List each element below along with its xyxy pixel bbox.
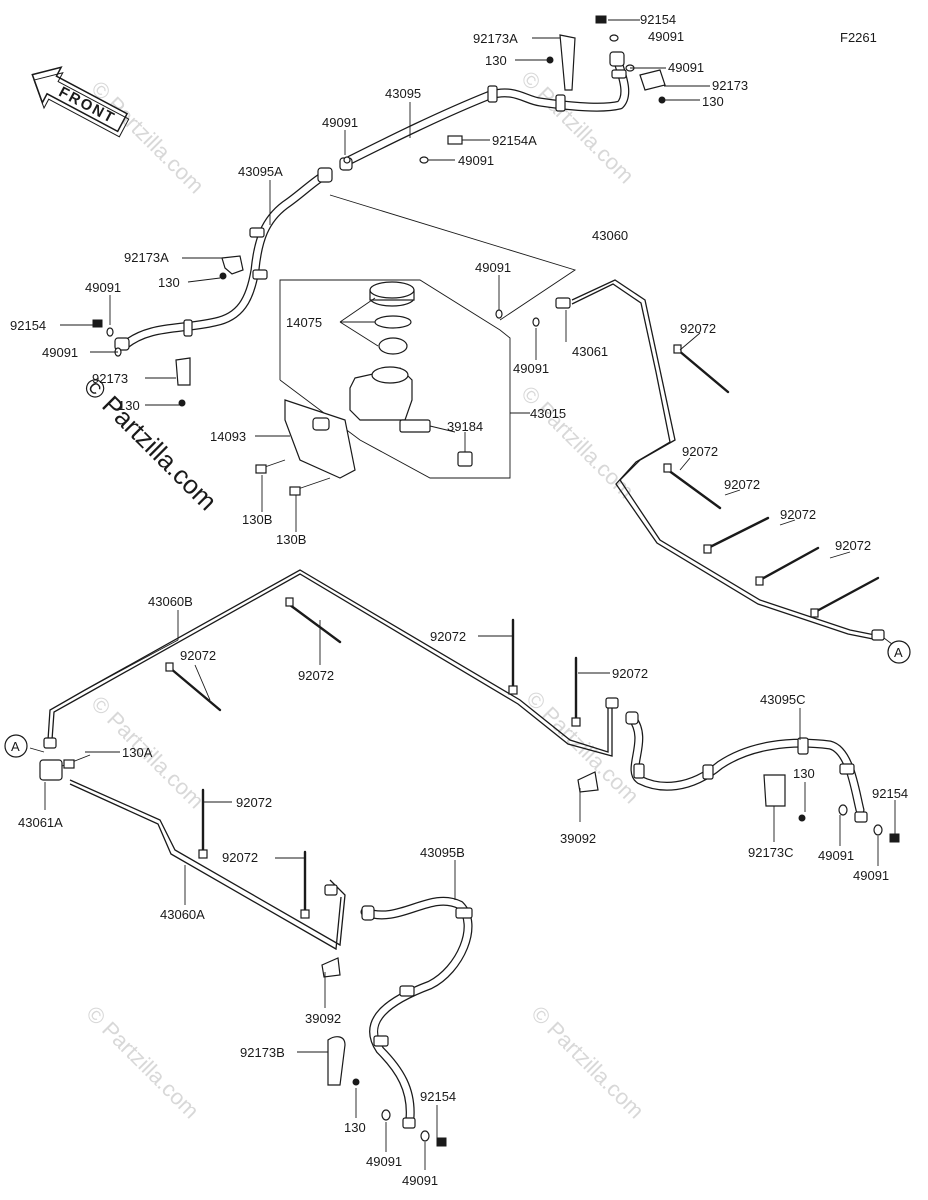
- callout-label: 130: [485, 53, 507, 68]
- brake-line-43060: [571, 279, 885, 641]
- callout-label: 92173A: [124, 250, 169, 265]
- callout-label: 92072: [682, 444, 718, 459]
- callout-label: 43095: [385, 86, 421, 101]
- callout-label: 43060A: [160, 907, 205, 922]
- callout-label: 92173C: [748, 845, 794, 860]
- brake-line-43060A: [39, 754, 346, 978]
- callout-label: 49091: [366, 1154, 402, 1169]
- callout-label: 92072: [780, 507, 816, 522]
- callout-label: 130A: [122, 745, 153, 760]
- callout-label: 49091: [42, 345, 78, 360]
- callout-label: 49091: [668, 60, 704, 75]
- hose-43095B: [327, 896, 473, 1147]
- callout-label: 130B: [276, 532, 306, 547]
- callout-labels: 92154 92173A 49091 130 49091 92173 130 4…: [10, 12, 908, 1188]
- callout-label: 43061: [572, 344, 608, 359]
- callout-label: 92072: [430, 629, 466, 644]
- watermark: © Partzilla.com: [81, 1001, 204, 1124]
- brake-line-43060B: [43, 569, 619, 793]
- connector-label: A: [11, 739, 20, 754]
- callout-label: 92173A: [473, 31, 518, 46]
- diagram-code: F2261: [840, 30, 877, 45]
- connector-a-top: A: [883, 637, 911, 664]
- callout-label: 49091: [853, 868, 889, 883]
- watermark-main: © Partzilla.com: [78, 371, 223, 516]
- watermark: © Partzilla.com: [86, 76, 209, 199]
- callout-label: 49091: [818, 848, 854, 863]
- callout-label: 130: [702, 94, 724, 109]
- callout-label: 49091: [648, 29, 684, 44]
- callout-label: 130: [118, 398, 140, 413]
- callout-label: 49091: [513, 361, 549, 376]
- watermark: © Partzilla.com: [516, 381, 639, 504]
- callout-label: 49091: [475, 260, 511, 275]
- callout-label: 49091: [322, 115, 358, 130]
- callout-label: 92154: [10, 318, 46, 333]
- callout-label: 92072: [298, 668, 334, 683]
- callout-label: 92173B: [240, 1045, 285, 1060]
- callout-label: 130: [793, 766, 815, 781]
- callout-label: 39092: [560, 831, 596, 846]
- callout-label: 92072: [236, 795, 272, 810]
- master-cylinder-assembly: [255, 194, 577, 496]
- callout-label: 43060: [592, 228, 628, 243]
- callout-label: 92154: [420, 1089, 456, 1104]
- callout-label: 14075: [286, 315, 322, 330]
- callout-label: 49091: [85, 280, 121, 295]
- callout-label: 49091: [458, 153, 494, 168]
- callout-label: 130B: [242, 512, 272, 527]
- callout-label: 92072: [612, 666, 648, 681]
- callout-label: 92173: [92, 371, 128, 386]
- hose-43095C: [625, 711, 900, 843]
- callout-label: 14093: [210, 429, 246, 444]
- connector-a-left: A: [4, 734, 28, 758]
- callout-label: 43095C: [760, 692, 806, 707]
- callout-label: 92072: [724, 477, 760, 492]
- callout-label: 43095A: [238, 164, 283, 179]
- callout-label: 130: [344, 1120, 366, 1135]
- callout-label: 92072: [680, 321, 716, 336]
- callout-label: 92154: [872, 786, 908, 801]
- callout-label: 43095B: [420, 845, 465, 860]
- callout-label: 92072: [835, 538, 871, 553]
- callout-label: 92072: [180, 648, 216, 663]
- leader-lines: [29, 19, 896, 1170]
- callout-label: 43015: [530, 406, 566, 421]
- callout-label: 92154A: [492, 133, 537, 148]
- callout-label: 92173: [712, 78, 748, 93]
- connector-label: A: [894, 645, 903, 660]
- callout-label: 43060B: [148, 594, 193, 609]
- callout-label: 39092: [305, 1011, 341, 1026]
- upper-hoses: [92, 15, 666, 407]
- callout-label: 92154: [640, 12, 676, 27]
- callout-label: 43061A: [18, 815, 63, 830]
- callout-label: 92072: [222, 850, 258, 865]
- watermark: © Partzilla.com: [526, 1001, 649, 1124]
- callout-label: 39184: [447, 419, 483, 434]
- callout-label: 49091: [402, 1173, 438, 1188]
- callout-label: 130: [158, 275, 180, 290]
